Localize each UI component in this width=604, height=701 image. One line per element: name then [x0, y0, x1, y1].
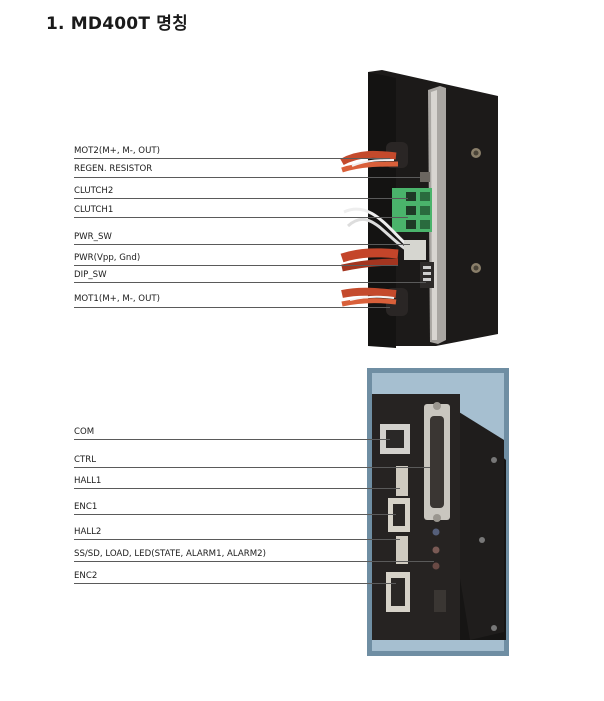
label-pwr: PWR(Vpp, Gnd)	[74, 253, 141, 263]
leader-line	[74, 307, 390, 308]
leader-line	[74, 561, 434, 562]
label-mot1: MOT1(M+, M-, OUT)	[74, 294, 160, 304]
leader-line	[74, 265, 398, 266]
leader-line	[74, 514, 396, 515]
leader-line	[74, 177, 420, 178]
label-clutch1: CLUTCH1	[74, 205, 114, 215]
label-enc2: ENC2	[74, 571, 98, 581]
leader-line	[74, 539, 400, 540]
label-pwr-sw: PWR_SW	[74, 232, 112, 242]
label-ss-sd-load-led: SS/SD, LOAD, LED(STATE, ALARM1, ALARM2)	[74, 549, 266, 559]
leader-line	[74, 488, 400, 489]
label-hall2: HALL2	[74, 527, 102, 537]
label-dip-sw: DIP_SW	[74, 270, 107, 280]
leader-line	[74, 158, 390, 159]
label-ctrl: CTRL	[74, 455, 97, 465]
leader-line	[74, 467, 430, 468]
label-clutch2: CLUTCH2	[74, 186, 114, 196]
leader-line	[74, 198, 408, 199]
leader-line	[74, 282, 426, 283]
label-mot2: MOT2(M+, M-, OUT)	[74, 146, 160, 156]
leader-line	[74, 439, 390, 440]
page-title: 1. MD400T 명칭	[46, 14, 188, 34]
label-regen-resistor: REGEN. RESISTOR	[74, 164, 153, 174]
leader-line	[74, 244, 410, 245]
label-hall1: HALL1	[74, 476, 102, 486]
leader-line	[74, 583, 396, 584]
label-enc1: ENC1	[74, 502, 98, 512]
label-com: COM	[74, 427, 95, 437]
leader-line	[74, 217, 408, 218]
